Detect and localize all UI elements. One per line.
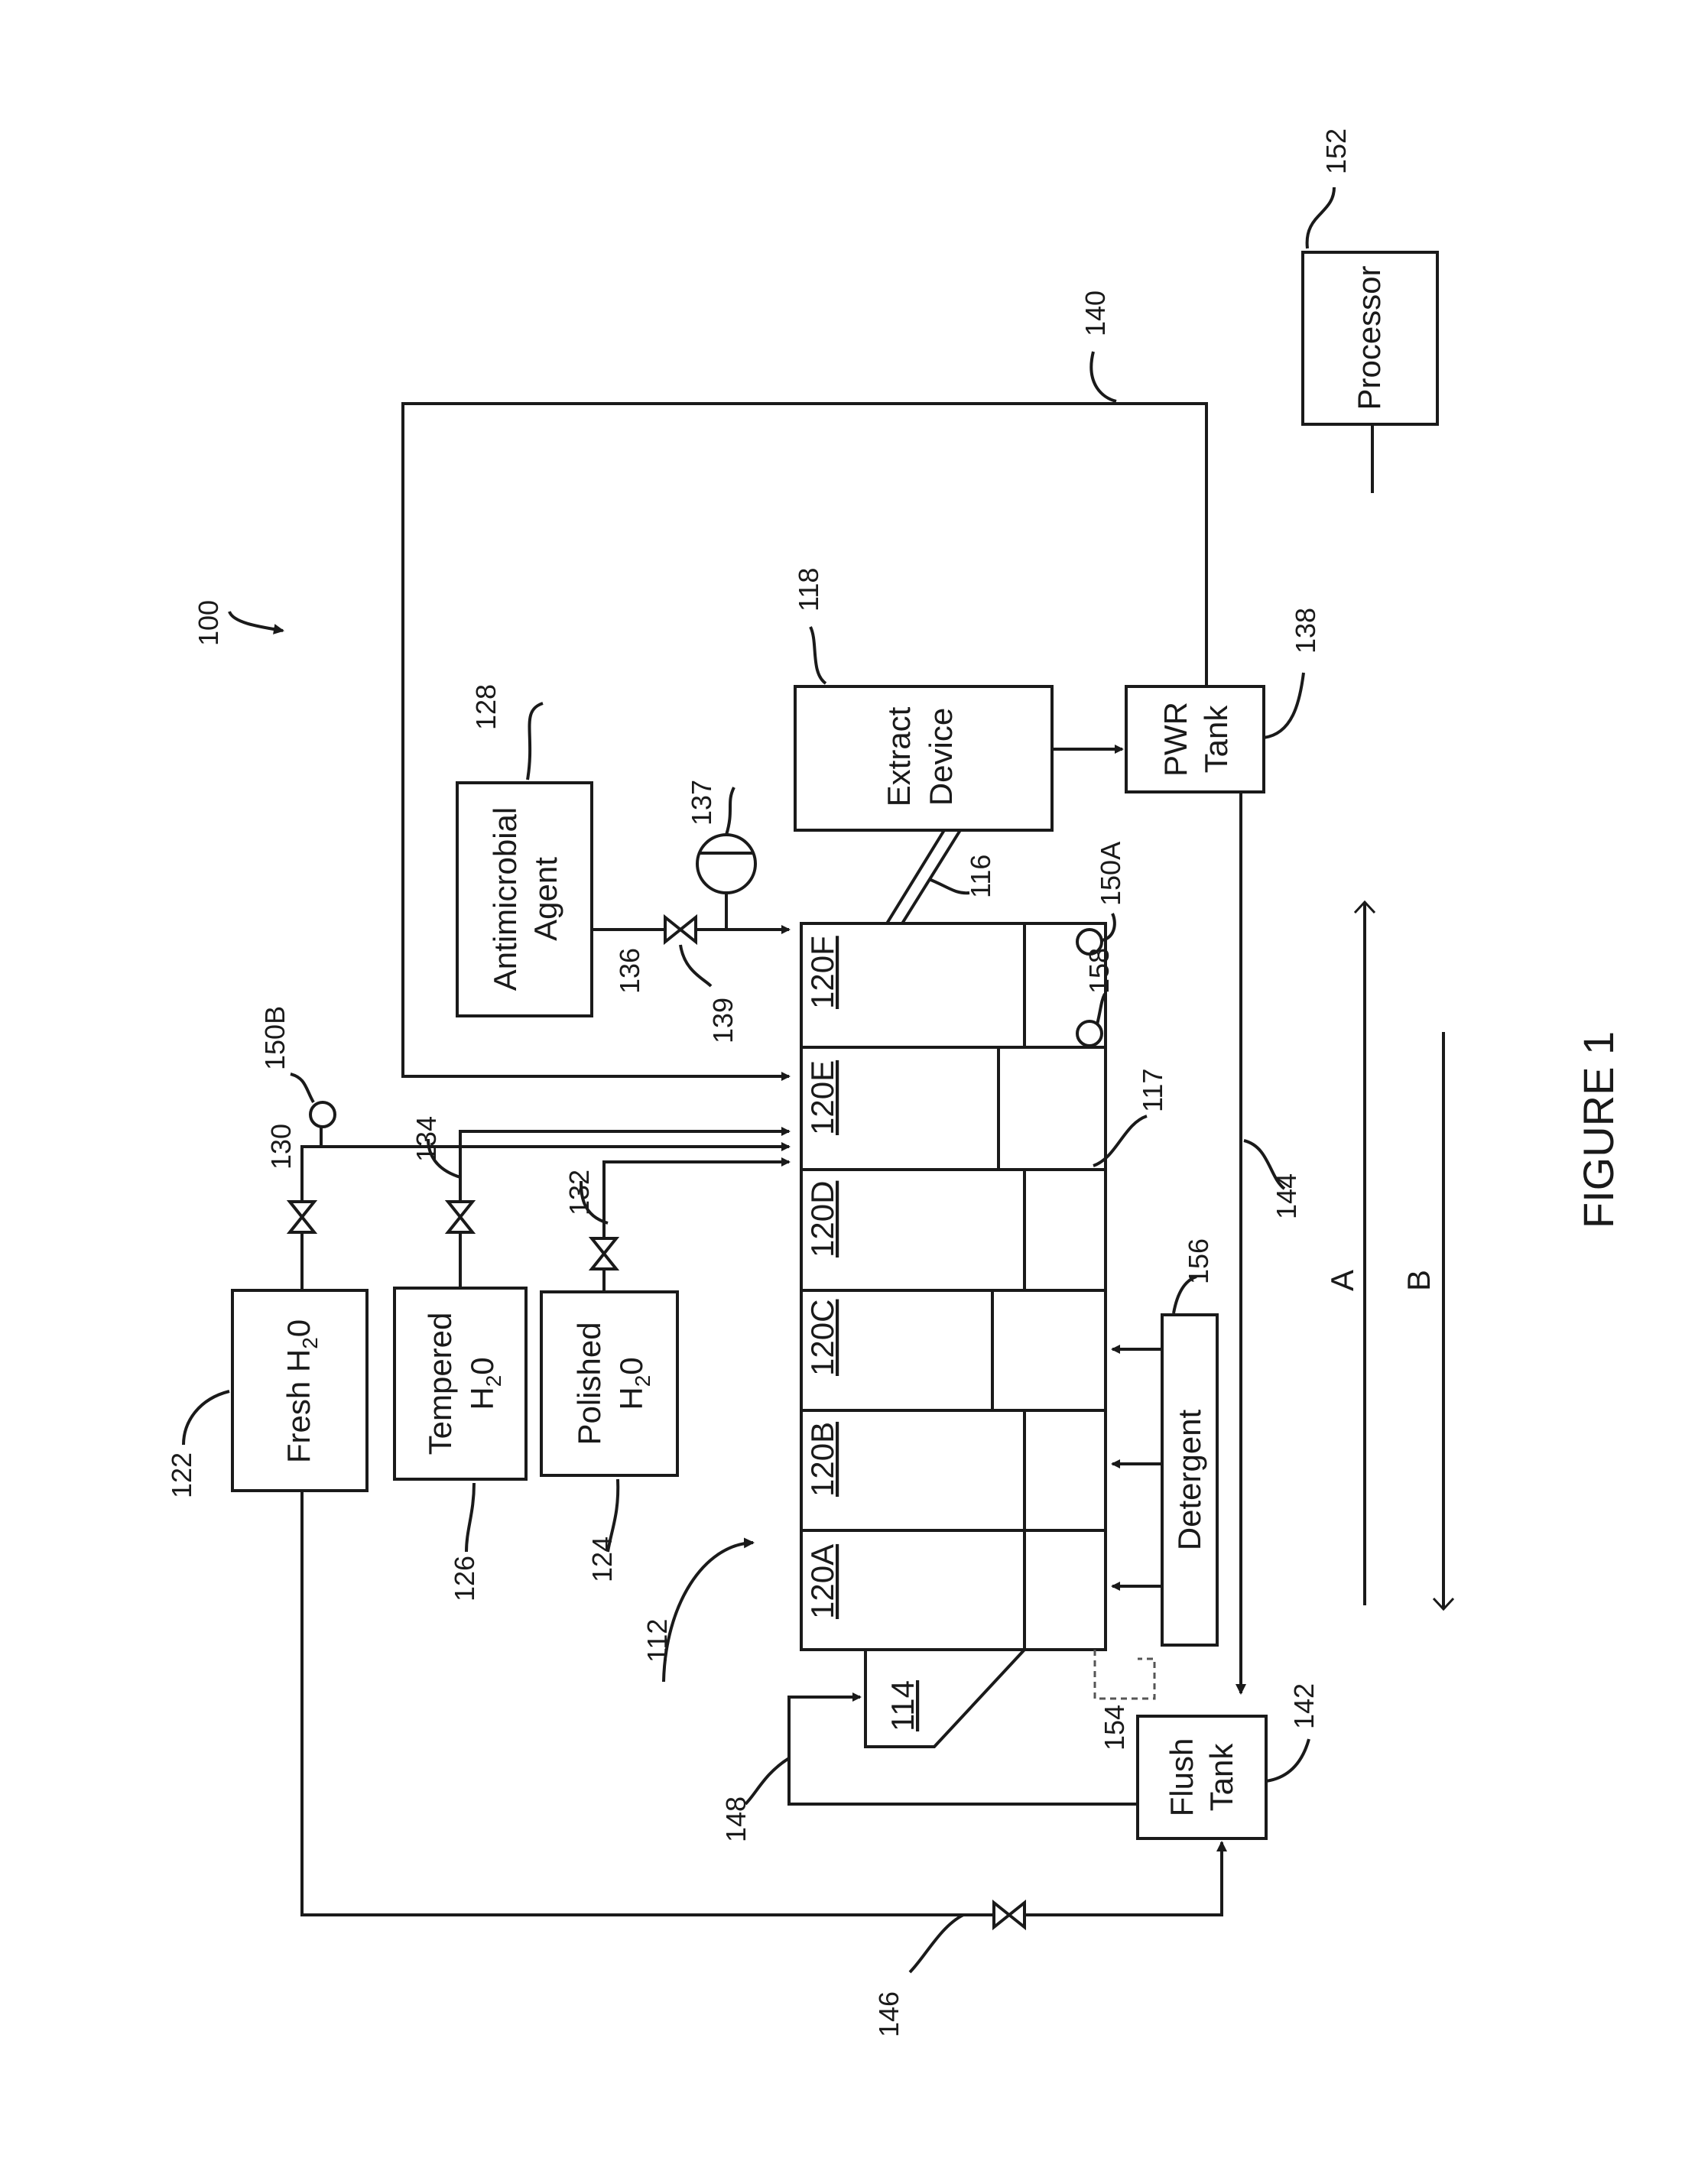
flush-tank-box [1138, 1716, 1266, 1838]
valve-130 [290, 1202, 314, 1232]
direction-a-label: A [1324, 1270, 1360, 1291]
valve-139-ref: 139 [707, 998, 739, 1043]
pwr-tank-box [1126, 686, 1264, 792]
pwr-tank-line2: Tank [1198, 705, 1234, 774]
tank-assembly-112: 120F 120E 120D 120C 120B 120A 150A 158 1… [641, 842, 1168, 1751]
sensor-158 [1077, 1021, 1102, 1046]
antimicrobial-agent-block: Antimicrobial Agent 128 137 136 139 [457, 684, 789, 1043]
flush-tank-block: Flush Tank 142 148 [720, 1683, 1320, 1842]
extract-device-line2: Device [923, 708, 959, 806]
direction-b-label: B [1401, 1270, 1437, 1291]
conduit-116-a [887, 830, 944, 923]
extract-device-leader [810, 627, 826, 683]
line-146-b [1024, 1842, 1222, 1915]
pwr-tank-leader [1264, 673, 1304, 738]
sensor-150b-ref: 150B [259, 1006, 291, 1070]
compartment-120f-label: 120F [804, 936, 840, 1009]
line-132-b [604, 1162, 789, 1238]
line-130-b [302, 1147, 789, 1202]
drain-154 [1095, 1650, 1154, 1699]
line-148-leader [745, 1758, 789, 1804]
sensor-150a-ref: 150A [1095, 842, 1126, 906]
line-146-leader [910, 1915, 963, 1972]
conduit-116-b [902, 830, 960, 923]
polished-water-line1: Polished [571, 1322, 607, 1445]
antimicrobial-ref: 128 [470, 684, 502, 730]
flush-tank-leader [1266, 1739, 1309, 1781]
detergent-label: Detergent [1171, 1409, 1207, 1550]
flush-tank-line1: Flush [1164, 1738, 1200, 1817]
figure-reference-100: 100 [193, 600, 283, 646]
fresh-water-leader [183, 1391, 229, 1445]
line-136-ref: 136 [614, 948, 645, 994]
line-140-ref: 140 [1080, 290, 1111, 336]
detergent-block: Detergent 156 [1112, 1238, 1217, 1645]
line-132-ref: 132 [563, 1170, 595, 1215]
sensor-137-gauge [697, 835, 755, 893]
valve-134 [448, 1202, 472, 1232]
polished-water-block: Polished H20 124 132 [541, 1162, 789, 1582]
pwr-tank-ref: 138 [1290, 608, 1321, 654]
conduit-116-ref: 116 [965, 855, 996, 898]
processor-block: Processor 152 [1303, 128, 1437, 493]
conduit-116-leader [929, 879, 969, 893]
line-148-ref: 148 [720, 1796, 752, 1842]
line-134-ref: 134 [411, 1116, 442, 1162]
compartment-120a-label: 120A [804, 1544, 840, 1619]
valve-146 [994, 1903, 1024, 1927]
sump-114-ref: 114 [885, 1680, 921, 1731]
compartment-120e-label: 120E [804, 1060, 840, 1135]
compartment-120c-label: 120C [804, 1300, 840, 1376]
line-140-leader [1091, 352, 1116, 401]
line-148 [789, 1697, 1138, 1804]
flush-tank-ref: 142 [1288, 1683, 1320, 1729]
fresh-water-ref: 122 [166, 1452, 197, 1498]
assembly-112-arrow [664, 1543, 753, 1682]
flush-tank-line2: Tank [1203, 1743, 1239, 1812]
antimicrobial-agent-box [457, 783, 592, 1016]
ref-100-label: 100 [193, 600, 224, 646]
valve-139 [665, 917, 696, 942]
sensor-150b [310, 1102, 335, 1127]
detergent-ref: 156 [1183, 1238, 1214, 1284]
ref-100-arrow [229, 612, 283, 631]
processor-leader [1307, 187, 1334, 248]
partition-117-ref: 117 [1137, 1069, 1168, 1112]
extract-device-block: Extract Device 118 116 [793, 568, 1122, 923]
processor-label: Processor [1351, 265, 1387, 410]
pwr-tank-line1: PWR [1158, 702, 1193, 777]
antimicrobial-leader [528, 703, 543, 780]
compartment-120d-label: 120D [804, 1181, 840, 1258]
line-146-ref: 146 [873, 1991, 904, 2037]
antimicrobial-agent-line1: Antimicrobial [487, 807, 523, 991]
antimicrobial-agent-line2: Agent [528, 857, 563, 941]
assembly-112-ref: 112 [641, 1619, 673, 1663]
sensor-150b-leader [291, 1074, 313, 1102]
direction-arrows: A B [1324, 902, 1443, 1609]
compartment-120b-label: 120B [804, 1422, 840, 1497]
extract-device-ref: 118 [793, 568, 824, 612]
tempered-water-leader [466, 1483, 474, 1552]
line-130-ref: 130 [265, 1124, 297, 1170]
line-134-b [460, 1131, 789, 1202]
sensor-137-leader [726, 787, 734, 835]
drain-154-ref: 154 [1099, 1705, 1130, 1751]
tempered-water-ref: 126 [449, 1556, 480, 1601]
processor-ref: 152 [1320, 128, 1352, 174]
line-144-ref: 144 [1271, 1173, 1302, 1219]
polished-water-box [541, 1292, 677, 1475]
pwr-tank-block: PWR Tank 138 144 [1126, 608, 1321, 1693]
tempered-water-box [395, 1288, 526, 1479]
figure-title: FIGURE 1 [1574, 1031, 1622, 1228]
tempered-water-line1: Tempered [422, 1313, 458, 1455]
tank-assembly-outline [801, 923, 1106, 1650]
valve-139-leader [680, 945, 711, 986]
polished-water-ref: 124 [586, 1537, 618, 1582]
sensor-137-ref: 137 [686, 780, 717, 826]
extract-device-line1: Extract [881, 706, 917, 806]
valve-132 [592, 1238, 616, 1269]
sensor-158-ref: 158 [1083, 948, 1115, 994]
